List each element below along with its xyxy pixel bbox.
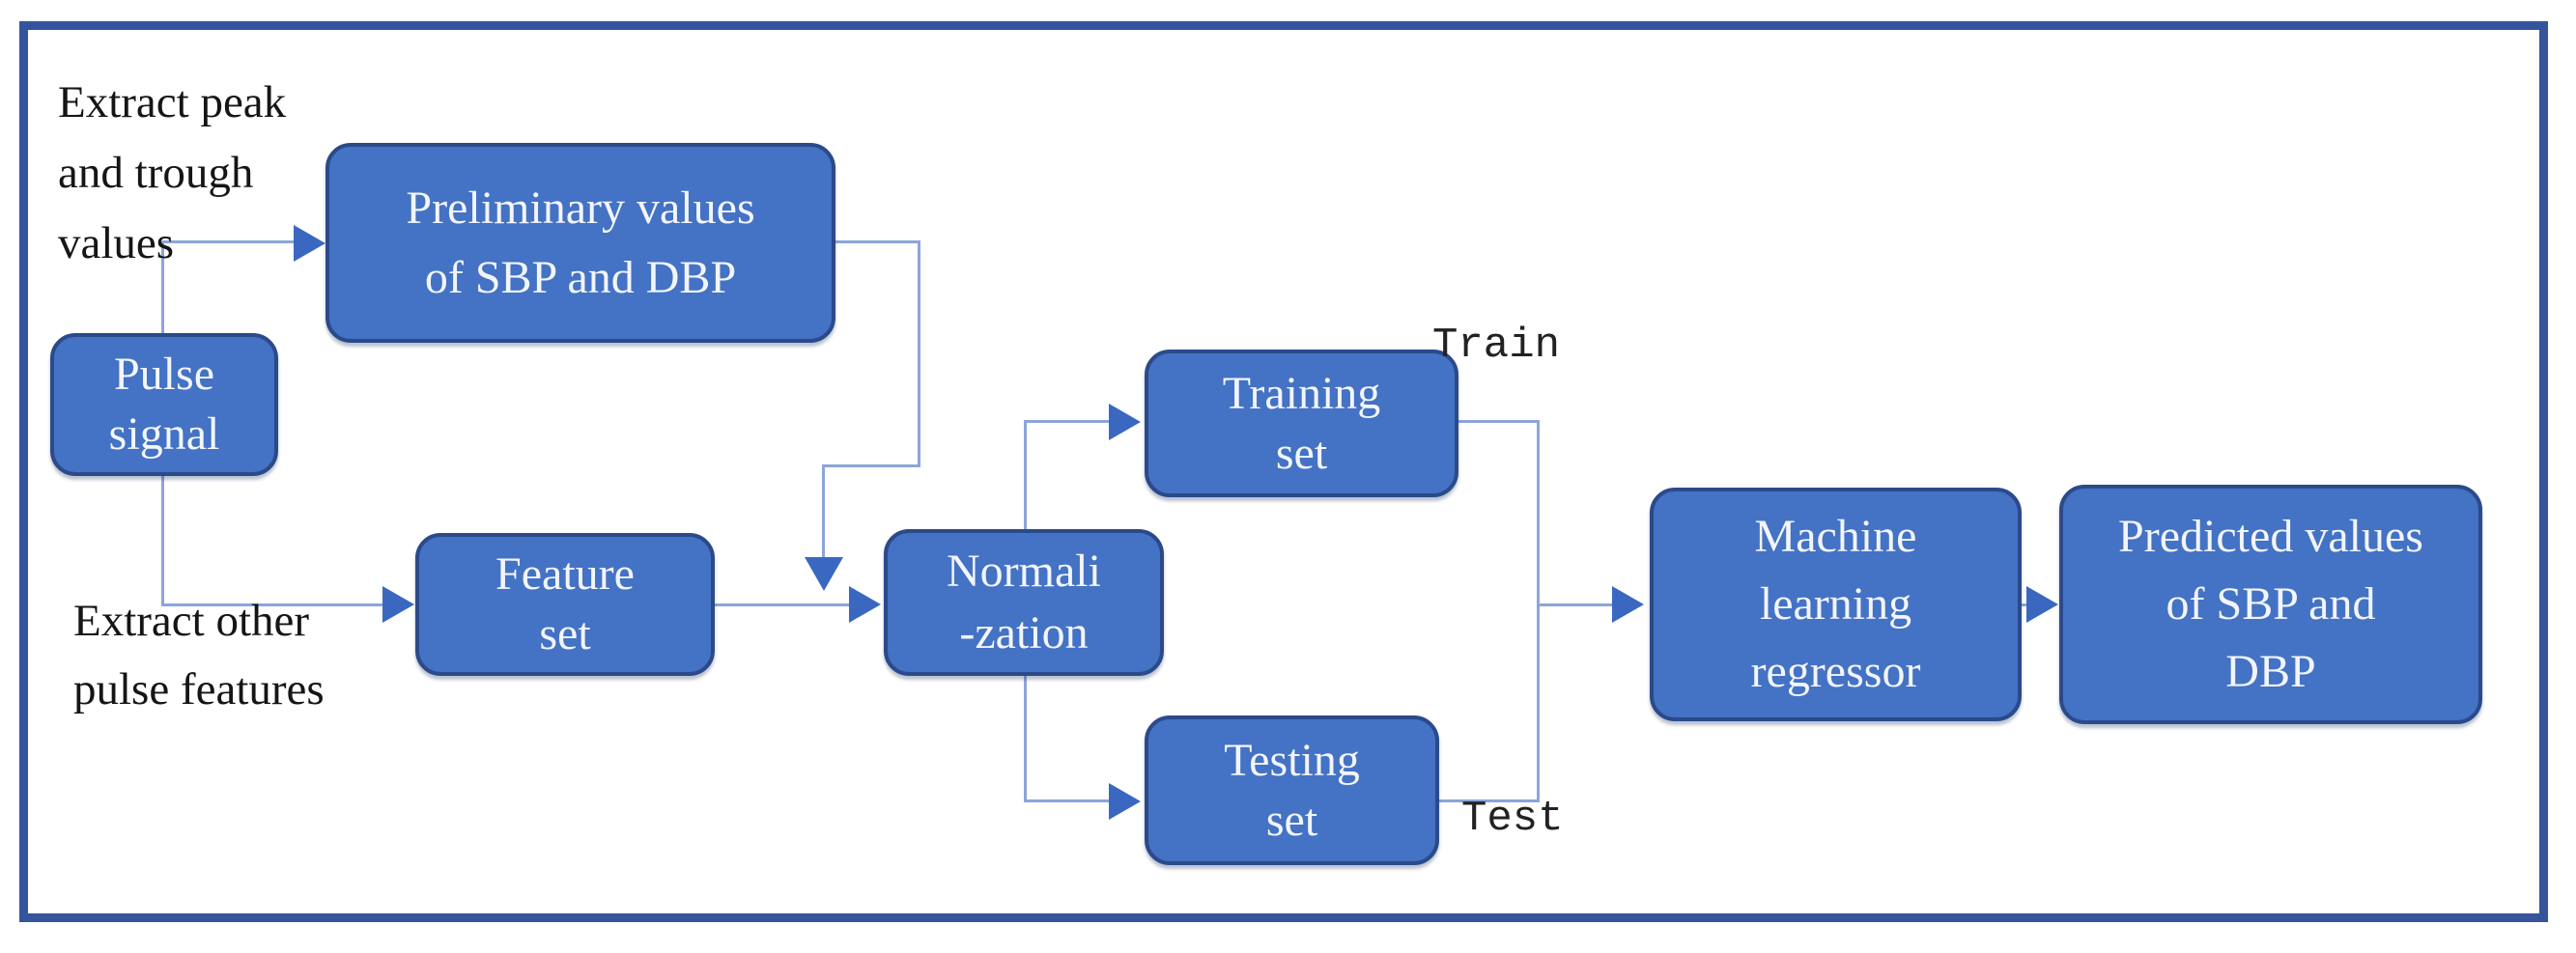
arrowhead-into-training-set bbox=[1109, 404, 1141, 440]
connector-pulse-to-feature-vertical bbox=[161, 476, 164, 606]
label-extract-other-features: Extract other pulse features bbox=[73, 596, 325, 715]
arrowhead-into-normalization bbox=[849, 586, 881, 623]
connector-training-out bbox=[1458, 420, 1540, 423]
node-normalization: Normali -zation bbox=[884, 529, 1164, 676]
node-training-set: Training set bbox=[1145, 350, 1458, 497]
connector-normalization-to-training-vertical bbox=[1024, 420, 1027, 529]
label-test: Test bbox=[1461, 795, 1564, 843]
connector-pulse-to-preliminary-vertical bbox=[161, 241, 164, 333]
connector-normalization-to-training-horizontal bbox=[1024, 420, 1111, 423]
connector-testing-out bbox=[1439, 799, 1540, 802]
arrowhead-into-predicted bbox=[2026, 586, 2058, 623]
connector-pulse-to-feature-horizontal bbox=[161, 603, 384, 606]
connector-normalization-to-testing-horizontal bbox=[1024, 799, 1111, 802]
label-train: Train bbox=[1432, 322, 1561, 370]
node-pulse-signal: Pulse signal bbox=[50, 333, 278, 476]
connector-preliminary-feedback-top bbox=[835, 240, 920, 243]
outer-frame bbox=[19, 21, 2548, 922]
arrowhead-into-ml-regressor bbox=[1612, 586, 1644, 623]
arrowhead-feedback-down bbox=[805, 557, 843, 591]
connector-preliminary-feedback-down1 bbox=[918, 240, 920, 467]
node-predicted-values: Predicted values of SBP and DBP bbox=[2059, 485, 2482, 724]
node-testing-set: Testing set bbox=[1145, 715, 1439, 865]
arrowhead-into-testing-set bbox=[1109, 783, 1141, 820]
connector-merge-to-ml bbox=[1537, 603, 1614, 606]
arrowhead-into-preliminary bbox=[294, 225, 326, 262]
connector-preliminary-feedback-left bbox=[822, 464, 920, 467]
connector-feature-to-normalization bbox=[715, 603, 852, 606]
connector-merge-vertical bbox=[1537, 420, 1540, 802]
connector-normalization-to-testing-vertical bbox=[1024, 676, 1027, 801]
label-extract-peak-trough: Extract peak and trough values bbox=[58, 77, 287, 268]
connector-pulse-to-preliminary-horizontal bbox=[162, 240, 297, 243]
connector-preliminary-feedback-down2 bbox=[822, 464, 825, 558]
arrowhead-into-feature-set bbox=[382, 586, 414, 623]
node-feature-set: Feature set bbox=[415, 533, 715, 676]
node-preliminary-values: Preliminary values of SBP and DBP bbox=[326, 143, 835, 343]
node-ml-regressor: Machine learning regressor bbox=[1650, 488, 2022, 721]
